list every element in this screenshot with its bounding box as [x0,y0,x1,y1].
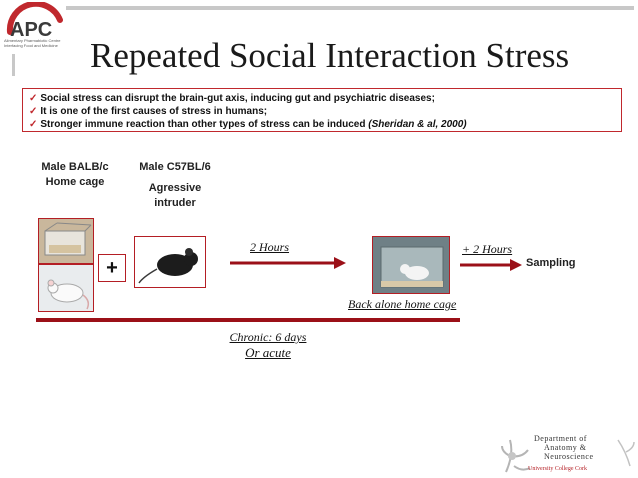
dept-line-1: Department of [534,434,587,443]
c57-label: Male C57BL/6 Agressive intruder [130,160,220,211]
bullet-item: ✓It is one of the first causes of stress… [29,105,615,118]
bullet-item: ✓Stronger immune reaction than other typ… [29,118,615,131]
citation: (Sheridan & al, 2000) [368,119,467,130]
arrow-right-icon [460,259,522,271]
timeline-bar [36,318,460,322]
department-logo: Department of Anatomy & Neuroscience Uni… [500,432,636,476]
left-rule [12,54,15,76]
bullet-text: Social stress can disrupt the brain-gut … [40,93,435,104]
dept-line-3: Neuroscience [544,452,594,461]
plus-two-hours-label: + 2 Hours [462,242,513,256]
c57-strain: Male C57BL/6 [139,161,211,173]
balbc-cage: Home cage [45,176,105,188]
checkmark-icon: ✓ [29,93,38,104]
bullet-box: ✓Social stress can disrupt the brain-gut… [22,88,622,132]
cage-icon [44,222,92,256]
bullet-text: Stronger immune reaction than other type… [40,119,369,130]
bullet-text: It is one of the first causes of stress … [40,106,268,117]
c57-mouse-photo [134,236,206,288]
back-home-cage-photo [372,236,450,294]
checkmark-icon: ✓ [29,119,38,130]
logo-subtitle: Alimentary Pharmabiotic Centre Interfaci… [4,38,61,48]
checkmark-icon: ✓ [29,106,38,117]
or-acute-label: Or acute [245,345,291,360]
balbc-strain: Male BALB/c [41,161,109,173]
arrow-right-icon [230,257,346,269]
home-cage-photo [38,218,94,264]
neuron-icon [501,439,635,473]
black-mouse-icon [138,248,198,284]
dept-line-2: Anatomy & [544,443,587,452]
white-mouse-icon [47,279,90,310]
logo-text: APC [10,19,52,41]
top-rule [66,6,634,10]
chronic-label: Chronic: 6 days [229,330,307,344]
bullet-item: ✓Social stress can disrupt the brain-gut… [29,92,615,105]
balbc-label: Male BALB/c Home cage [30,160,120,190]
cage-mouse-icon [373,237,449,293]
c57-role-2: intruder [154,197,196,209]
page-title: Repeated Social Interaction Stress [90,36,570,75]
apc-logo-icon: APC [6,2,63,41]
c57-role-1: Agressive [148,182,202,194]
plus-sign: + [98,254,126,282]
two-hours-label: 2 Hours [250,240,290,254]
back-alone-label: Back alone home cage [348,297,457,311]
university-name: University College Cork [528,466,587,472]
sampling-label: Sampling [526,257,576,269]
balbc-mouse-photo [38,264,94,312]
